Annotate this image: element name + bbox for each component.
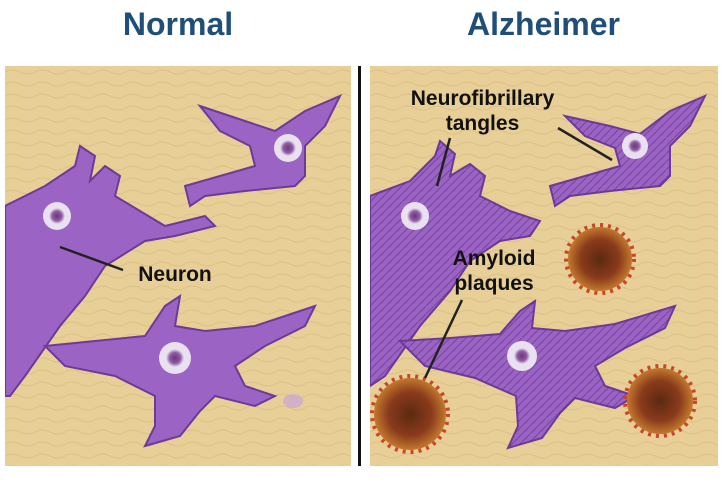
neuron-top-right bbox=[183, 94, 343, 208]
neuron-bottom bbox=[42, 293, 317, 448]
alz-neuron-top-right bbox=[548, 94, 708, 208]
label-plaques-line1: Amyloid bbox=[452, 247, 536, 270]
label-neuron: Neuron bbox=[138, 263, 212, 286]
label-amyloid-plaques: Amyloid plaques bbox=[440, 246, 548, 296]
alz-neuron-bottom bbox=[397, 298, 677, 450]
panel-divider bbox=[358, 66, 361, 466]
normal-tissue-illustration bbox=[5, 66, 351, 466]
label-tangles-line1: Neurofibrillary bbox=[410, 87, 555, 110]
alzheimer-tissue-illustration bbox=[370, 66, 718, 466]
label-tangles-line2: tangles bbox=[445, 112, 520, 135]
label-plaques-line2: plaques bbox=[454, 272, 534, 295]
amyloid-plaque-3 bbox=[623, 364, 697, 438]
normal-tissue-panel bbox=[5, 66, 351, 466]
title-alzheimer: Alzheimer bbox=[467, 6, 620, 42]
amyloid-plaque-1 bbox=[564, 223, 636, 295]
neuron-left bbox=[5, 144, 217, 397]
alz-neuron-left bbox=[370, 139, 542, 388]
title-normal: Normal bbox=[122, 6, 234, 42]
alzheimer-tissue-panel bbox=[370, 66, 718, 466]
amyloid-plaque-2 bbox=[370, 374, 450, 454]
label-neurofibrillary-tangles: Neurofibrillary tangles bbox=[395, 86, 570, 136]
